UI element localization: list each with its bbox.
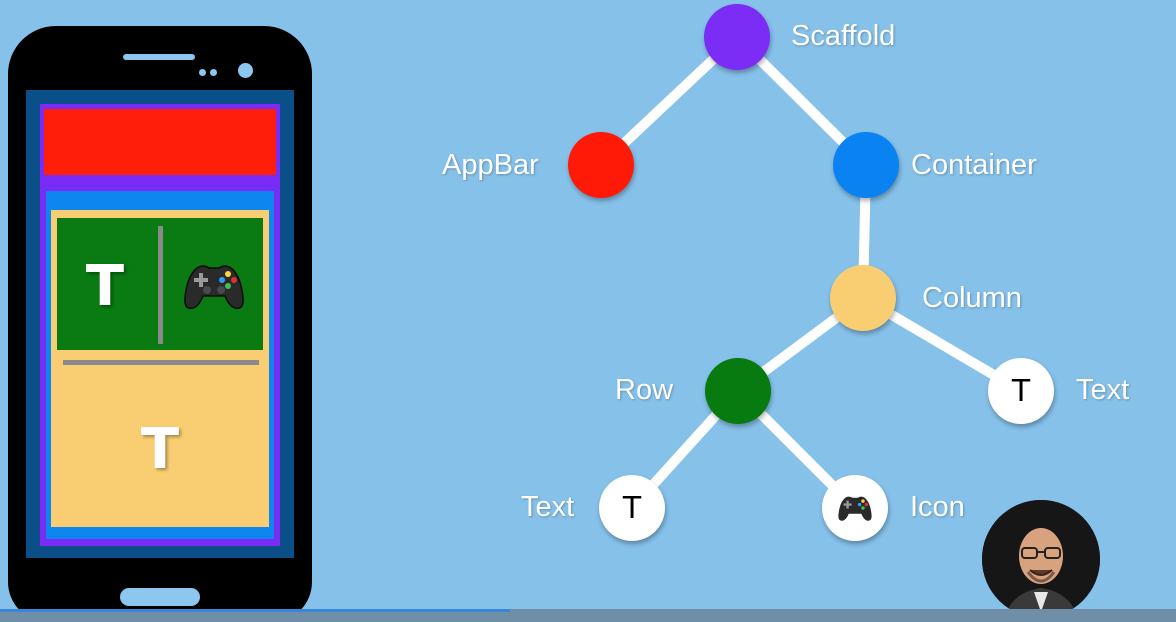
scaffold-label: Scaffold [791, 20, 896, 52]
phone-sensor-dot [199, 69, 206, 76]
appbar-label: AppBar [442, 149, 539, 181]
text-label-right: Text [1076, 374, 1130, 406]
row-node [705, 358, 771, 424]
phone-camera-dot [238, 63, 253, 78]
scaffold-node [704, 4, 770, 70]
gamepad-icon [184, 265, 244, 310]
icon-label: Icon [910, 491, 965, 523]
row-label: Row [615, 374, 674, 406]
gamepad-icon [838, 496, 872, 521]
presenter-face-icon [982, 500, 1100, 618]
row-divider [158, 226, 163, 344]
appbar-node [568, 132, 634, 198]
text-label-left: Text [521, 491, 575, 523]
video-progress-track[interactable] [0, 609, 1176, 622]
icon-node [822, 475, 888, 541]
container-node [833, 132, 899, 198]
text-node-right: T [988, 358, 1054, 424]
appbar-region [44, 109, 276, 175]
phone-speaker [123, 54, 195, 60]
video-progress-fill [0, 609, 510, 612]
text-glyph: T [622, 490, 642, 526]
text-glyph: T [1011, 373, 1031, 409]
phone-sensor-dot [210, 69, 217, 76]
text-node-left: T [599, 475, 665, 541]
container-label: Container [911, 149, 1037, 181]
column-text-glyph: T [140, 417, 180, 482]
presenter-avatar-icon [982, 500, 1100, 618]
phone-home-button [120, 588, 200, 606]
column-node [830, 265, 896, 331]
column-divider [63, 360, 259, 365]
row-text-glyph: T [85, 254, 125, 319]
column-label: Column [922, 282, 1022, 314]
phone-illustration: T T [8, 26, 312, 622]
